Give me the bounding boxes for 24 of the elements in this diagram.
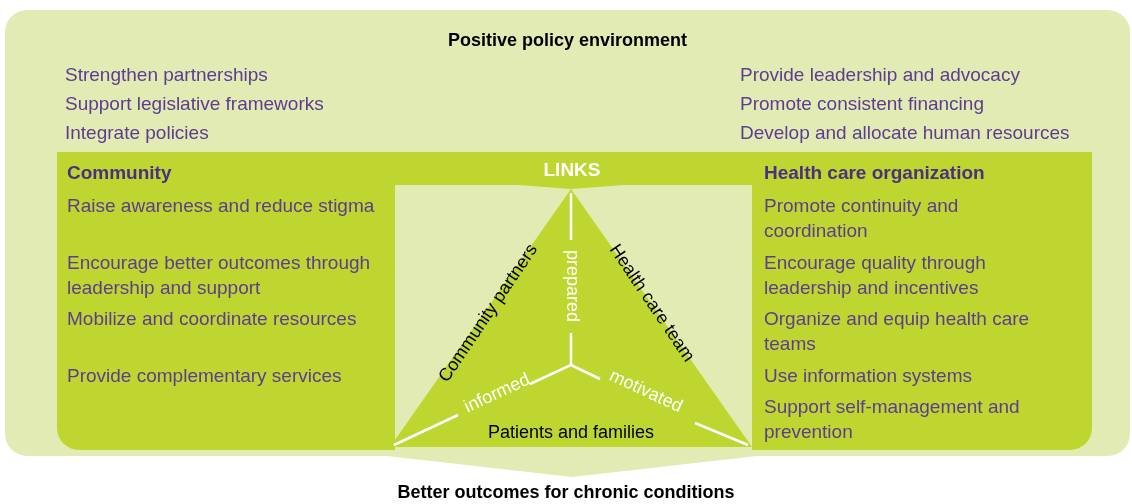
section-heading: Health care organization: [764, 161, 985, 185]
section-heading: Community: [67, 161, 172, 185]
bullet-text: Raise awareness and reduce stigma: [67, 194, 376, 218]
bullet-text: Organize and equip health care teams: [764, 307, 1031, 356]
health-care-organization-panel: [752, 152, 1092, 450]
bullet-text: Develop and allocate human resources: [740, 121, 1070, 145]
heading: Positive policy environment: [446, 29, 689, 52]
bullet-text: Encourage better outcomes through leadership and support: [67, 251, 372, 300]
bullet-text: Provide leadership and advocacy: [740, 63, 1020, 87]
base-label: Patients and families: [487, 420, 655, 444]
community-panel: [57, 152, 395, 450]
heading: Better outcomes for chronic conditions: [396, 481, 736, 504]
bullet-text: Support self-management and prevention: [764, 395, 1021, 444]
bullet-text: Encourage quality through leadership and incentives: [764, 251, 987, 300]
bullet-text: Support legislative frameworks: [65, 92, 324, 116]
bullet-text: Use information systems: [764, 364, 973, 388]
bullet-text: Promote consistent financing: [740, 92, 984, 116]
links-heading: LINKS: [543, 159, 601, 181]
bullet-text: Promote continuity and coordination: [764, 194, 960, 243]
bullet-text: Mobilize and coordinate resources: [67, 307, 358, 331]
bullet-text: Provide complementary services: [67, 364, 343, 388]
line-label: prepared: [561, 249, 583, 323]
bullet-text: Strengthen partnerships: [65, 63, 268, 87]
bullet-text: Integrate policies: [65, 121, 209, 145]
